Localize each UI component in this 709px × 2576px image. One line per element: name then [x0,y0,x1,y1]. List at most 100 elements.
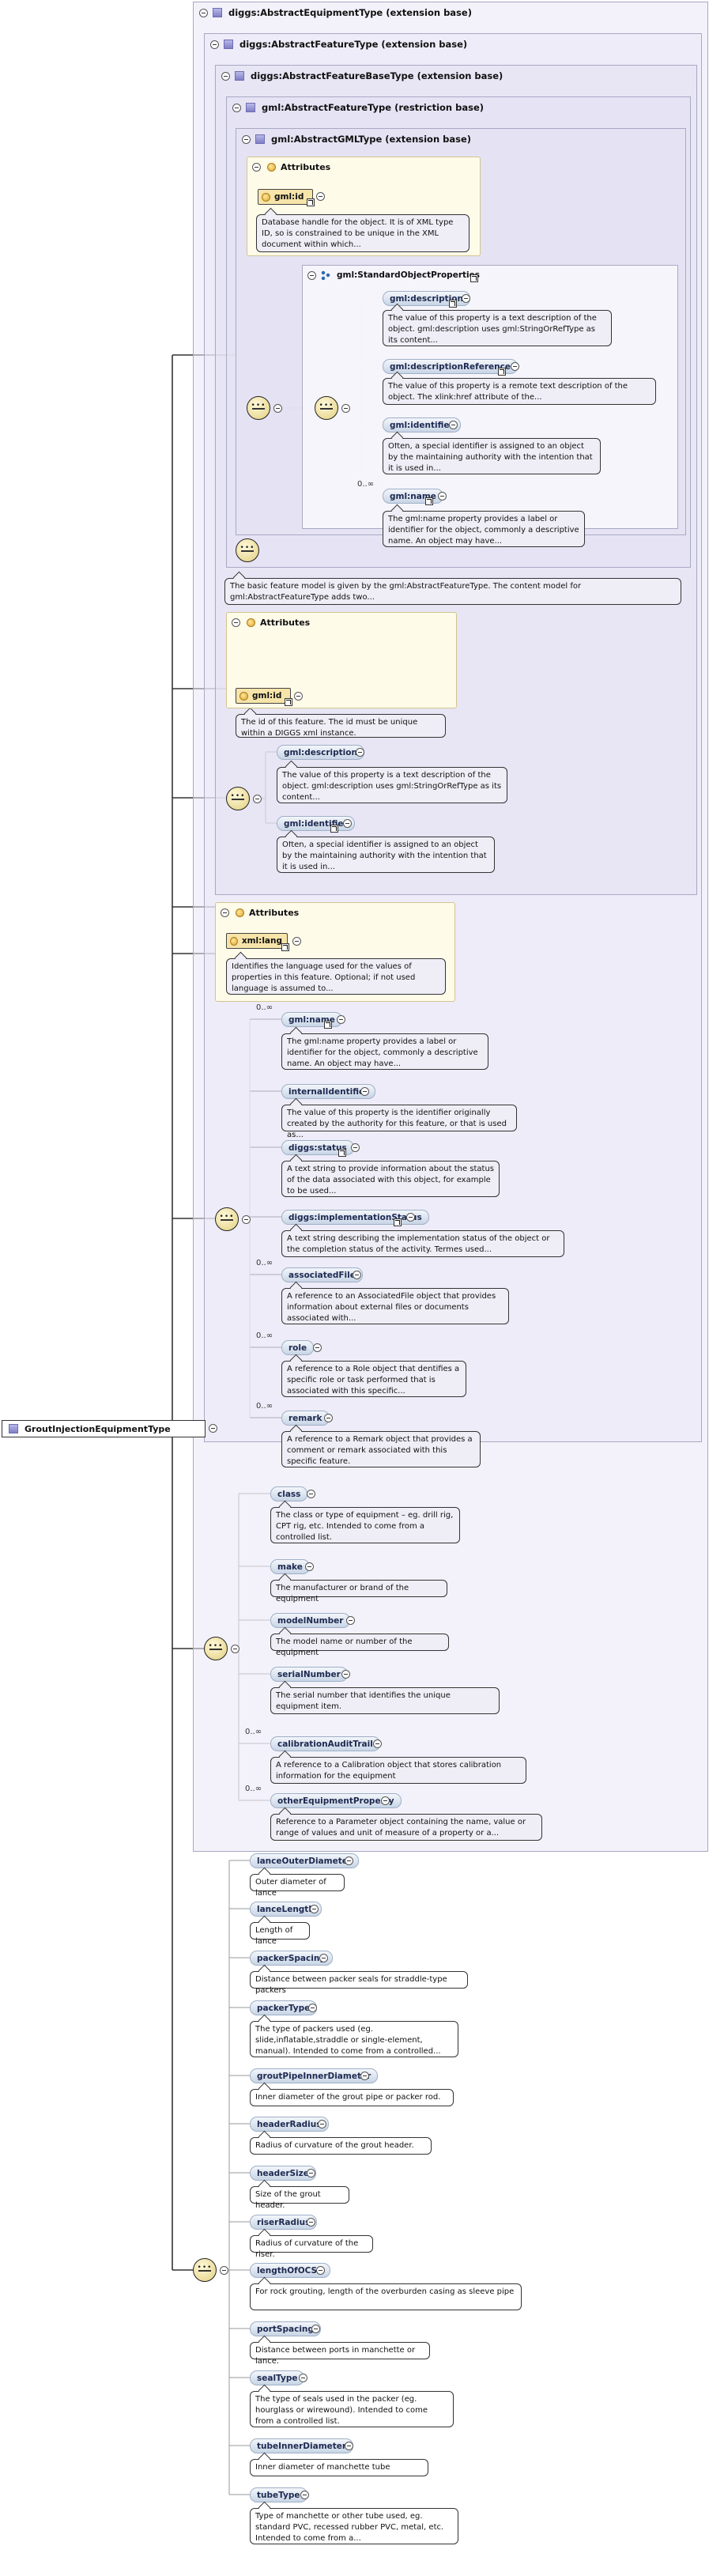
element-tubeinnerdiameter[interactable]: tubeInnerDiameter [250,2438,354,2453]
element-modelnumber[interactable]: modelNumber [270,1613,351,1628]
collapse-toggle[interactable] [242,1215,251,1224]
expand-toggle[interactable] [511,362,519,371]
element-headerradius[interactable]: headerRadius [250,2117,329,2132]
element-doc: Size of the grout header. [250,2186,349,2210]
collapse-toggle[interactable] [220,2266,228,2275]
element-calibrationaudittrail[interactable]: calibrationAuditTrail [270,1736,380,1751]
element-packertype[interactable]: packerType [250,2000,318,2015]
element-doc: Often, a special identifier is assigned … [277,837,495,873]
external-ref-icon[interactable] [324,1021,332,1029]
element-gml-identifier[interactable]: gml:identifier [383,417,461,432]
expand-toggle[interactable] [360,1087,369,1096]
element-diggs-status[interactable]: diggs:status [281,1140,354,1155]
expand-toggle[interactable] [308,2004,317,2012]
external-ref-icon[interactable] [449,300,457,308]
element-riserradius[interactable]: riserRadius [250,2215,318,2230]
collapse-toggle[interactable] [341,404,350,413]
expand-toggle[interactable] [345,2442,353,2450]
collapse-toggle[interactable] [231,1645,239,1653]
expand-toggle[interactable] [337,1015,345,1024]
collapse-toggle[interactable] [221,908,229,917]
expand-toggle[interactable] [313,1343,322,1352]
collapse-toggle[interactable] [210,40,219,49]
element-gml-name[interactable]: gml:name [281,1012,342,1027]
element-gml-name[interactable]: gml:name [383,489,443,504]
element-headersize[interactable]: headerSize [250,2166,316,2181]
expand-toggle[interactable] [324,1414,333,1422]
expand-toggle[interactable] [318,2120,326,2128]
expand-toggle[interactable] [311,2325,320,2333]
element-role[interactable]: role [281,1340,315,1355]
expand-toggle[interactable] [316,2266,325,2275]
element-tubetype[interactable]: tubeType [250,2487,307,2502]
expand-toggle[interactable] [292,937,301,946]
attribute-xml-lang[interactable]: xml:lang [226,933,288,949]
collapse-toggle[interactable] [209,1424,217,1433]
expand-toggle[interactable] [438,492,447,500]
expand-toggle[interactable] [305,1562,314,1571]
expand-toggle[interactable] [307,2169,315,2178]
external-ref-icon[interactable] [285,698,292,706]
element-diggs-implementationstatus[interactable]: diggs:implementationStatus [281,1210,429,1225]
collapse-toggle[interactable] [232,103,241,112]
external-ref-icon[interactable] [281,943,289,951]
expand-toggle[interactable] [319,1954,328,1962]
element-gml-descriptionreference[interactable]: gml:descriptionReference [383,359,518,374]
expand-toggle[interactable] [462,294,470,303]
collapse-toggle[interactable] [242,134,251,144]
external-ref-icon[interactable] [338,1149,346,1157]
expand-toggle[interactable] [294,692,303,701]
expand-toggle[interactable] [381,1796,390,1805]
expand-toggle[interactable] [356,748,364,757]
external-ref-icon[interactable] [307,198,315,206]
collapse-toggle[interactable] [307,270,316,280]
expand-toggle[interactable] [307,2218,315,2227]
collapse-toggle[interactable] [232,618,240,627]
expand-toggle[interactable] [310,1905,319,1913]
element-lengthofocsp[interactable]: lengthOfOCSP [250,2263,330,2278]
element-otherequipmentproperty[interactable]: otherEquipmentProperty [270,1793,402,1808]
element-gml-description[interactable]: gml:description [277,745,364,760]
expand-toggle[interactable] [299,2374,307,2382]
external-ref-icon[interactable] [394,1218,402,1226]
collapse-toggle[interactable] [199,8,208,17]
element-associatedfile[interactable]: associatedFile [281,1267,363,1282]
collapse-toggle[interactable] [252,163,261,172]
element-packerspacing[interactable]: packerSpacing [250,1951,333,1966]
expand-toggle[interactable] [373,1739,382,1748]
external-ref-icon[interactable] [425,497,433,505]
element-class[interactable]: class [270,1486,308,1501]
element-lancelength[interactable]: lanceLength [250,1902,322,1917]
collapse-toggle[interactable] [273,404,282,413]
external-ref-icon[interactable] [470,274,478,282]
element-remark[interactable]: remark [281,1411,330,1426]
collapse-toggle[interactable] [253,795,262,803]
external-ref-icon[interactable] [498,368,506,376]
expand-toggle[interactable] [449,421,458,429]
element-groutpipeinnerdiameter[interactable]: groutPipeInnerDiameter [250,2068,379,2083]
expand-toggle[interactable] [353,1271,361,1279]
expand-toggle[interactable] [346,1616,355,1625]
attributes-label: Attributes [260,618,311,628]
expand-toggle[interactable] [345,1856,353,1865]
element-internalidentifier[interactable]: internalIdentifier [281,1084,376,1099]
root-complex-type[interactable]: GroutInjectionEquipmentType [2,1420,206,1437]
expand-toggle[interactable] [316,192,325,201]
element-lanceouterdiameter[interactable]: lanceOuterDiameter [250,1853,360,1868]
expand-toggle[interactable] [351,1143,360,1152]
external-ref-icon[interactable] [330,825,338,833]
sequence-compositor-feature [215,1207,239,1231]
collapse-toggle[interactable] [221,71,230,81]
expand-toggle[interactable] [360,2072,369,2080]
element-portspacing[interactable]: portSpacing [250,2321,321,2336]
expand-toggle[interactable] [341,1670,350,1679]
expand-toggle[interactable] [406,1213,415,1222]
expand-toggle[interactable] [307,1490,315,1498]
expand-toggle[interactable] [343,819,352,828]
element-sealtype[interactable]: sealType [250,2370,305,2385]
attribute-feature-gml-id[interactable]: gml:id [236,688,291,704]
expand-toggle[interactable] [300,2491,309,2499]
element-make[interactable]: make [270,1559,310,1574]
attribute-gml-id[interactable]: gml:id [258,189,313,205]
element-serialnumber[interactable]: serialNumber [270,1667,348,1682]
